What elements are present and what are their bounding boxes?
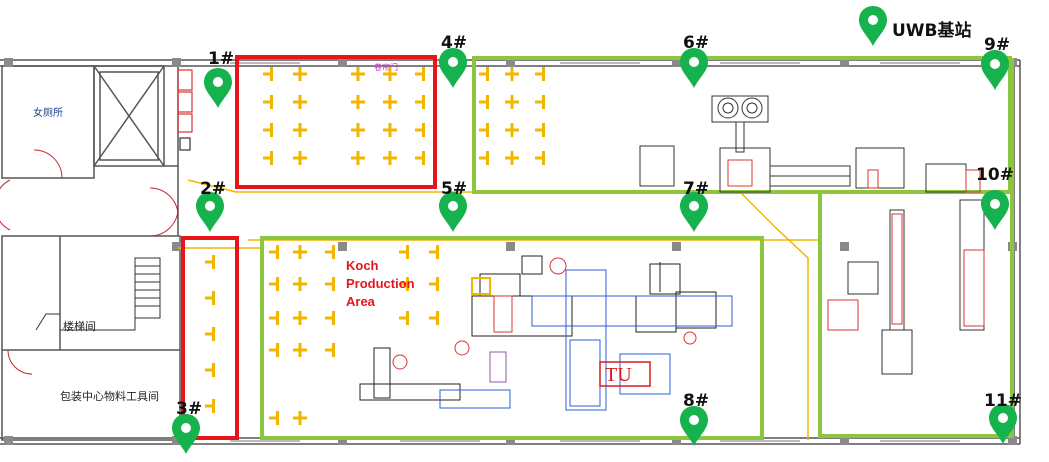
legend-pin-icon <box>859 6 887 46</box>
station-5-label: 5# <box>441 179 467 199</box>
station-8-label: 8# <box>683 391 709 411</box>
wall-columns <box>4 58 1017 445</box>
station-6-pin-icon <box>680 48 708 88</box>
orange-guide-paths <box>178 179 820 440</box>
station-10[interactable]: 10# <box>976 165 1014 230</box>
station-1-label: 1# <box>208 49 234 69</box>
station-1[interactable]: 1# <box>204 49 234 108</box>
station-9-label: 9# <box>984 35 1010 55</box>
equipment-top-right <box>639 95 981 193</box>
window-marks <box>230 62 960 442</box>
stairwell-label: 楼梯间 <box>63 319 96 333</box>
station-1-pin-icon <box>204 68 232 108</box>
womens-restroom-label: 女厕所 <box>33 106 63 119</box>
station-3-pin-icon <box>172 414 200 454</box>
station-3-label: 3# <box>176 399 202 419</box>
station-6[interactable]: 6# <box>680 33 709 88</box>
uwb-stations: 1# 2# 3# 4# 5# 6# 7# 8# <box>172 33 1022 454</box>
legend-label: UWB基站 <box>892 20 972 41</box>
station-9[interactable]: 9# <box>981 35 1010 90</box>
station-2[interactable]: 2# <box>196 179 226 232</box>
koch-area-label-line1: Koch <box>346 258 379 273</box>
koch-area-label-line2: Production <box>346 276 415 291</box>
red-zone-top <box>235 55 437 189</box>
station-8[interactable]: 8# <box>680 391 709 446</box>
station-4-pin-icon <box>439 48 467 88</box>
legend: UWB基站 <box>859 6 972 46</box>
koch-area-label-line3: Area <box>346 294 376 309</box>
station-7-label: 7# <box>683 179 709 199</box>
green-zone-right <box>818 58 1014 438</box>
station-9-pin-icon <box>981 50 1009 90</box>
red-zones <box>181 55 437 440</box>
station-2-label: 2# <box>200 179 226 199</box>
station-11-label: 11# <box>984 391 1022 411</box>
station-4[interactable]: 4# <box>439 33 467 88</box>
red-zone-left <box>181 236 239 440</box>
equipment-tu-label: TU <box>605 364 632 386</box>
green-zone-koch <box>260 236 764 440</box>
building-walls <box>0 59 1021 445</box>
station-5[interactable]: 5# <box>439 179 467 232</box>
tool-room-label: 包装中心物料工具间 <box>60 389 159 403</box>
station-6-label: 6# <box>683 33 709 53</box>
wall-fixtures <box>177 69 193 151</box>
door-tag-label: 卷帘门 <box>374 62 398 72</box>
station-10-label: 10# <box>976 165 1014 185</box>
station-10-pin-icon <box>981 190 1009 230</box>
station-11[interactable]: 11# <box>984 391 1022 444</box>
equipment-koch-line <box>359 255 733 411</box>
station-3[interactable]: 3# <box>172 399 202 454</box>
station-7[interactable]: 7# <box>680 179 709 232</box>
green-zone-top <box>472 56 1012 194</box>
floor-markers <box>205 67 545 425</box>
station-4-label: 4# <box>441 33 467 53</box>
equipment-right <box>827 199 985 375</box>
